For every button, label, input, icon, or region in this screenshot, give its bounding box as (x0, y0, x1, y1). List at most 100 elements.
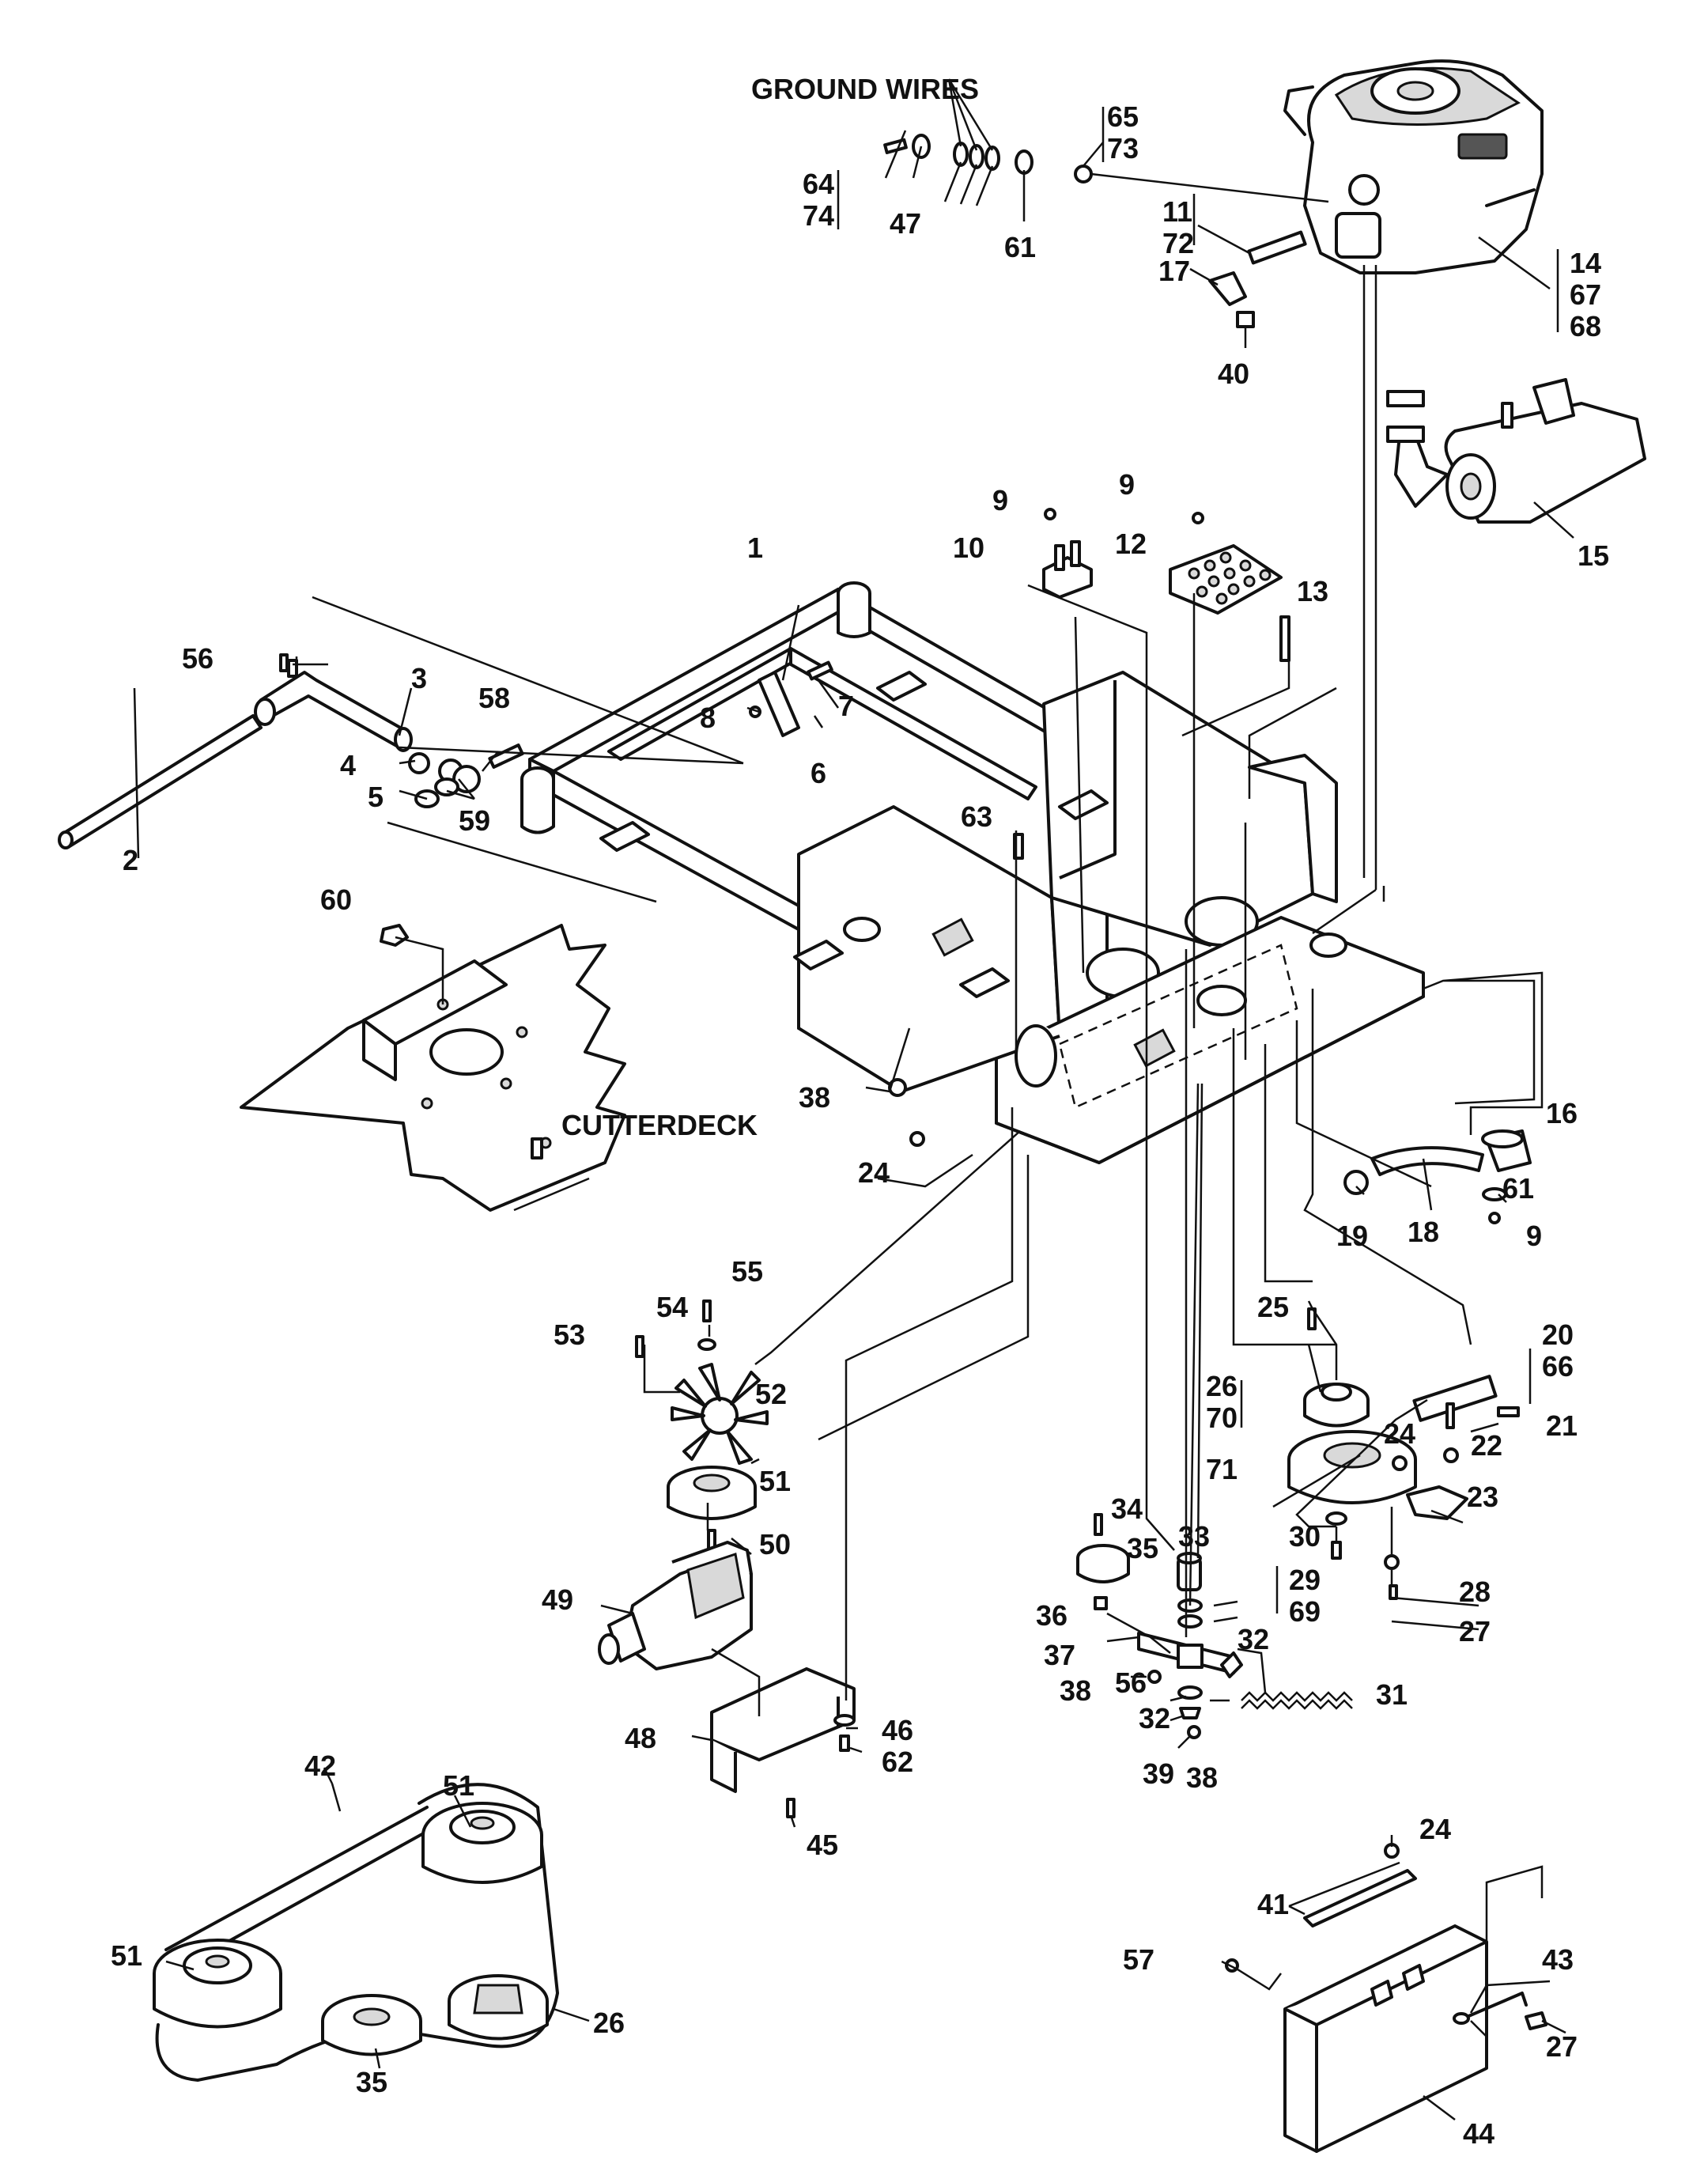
callout-60: 60 (320, 883, 352, 916)
callout-14: 14 (1570, 247, 1601, 279)
steering-assembly (58, 659, 524, 849)
callout-32a: 32 (1238, 1623, 1269, 1655)
callout-15: 15 (1578, 539, 1609, 572)
cutterdeck (240, 924, 626, 1212)
callout-43: 43 (1542, 1943, 1574, 1976)
cutterdeck-label: CUTTERDECK (561, 1109, 758, 1141)
callout-41: 41 (1257, 1888, 1289, 1920)
muffler (1386, 378, 1646, 524)
callout-13: 13 (1297, 575, 1328, 607)
callout-64: 64 (803, 168, 834, 200)
callout-9b: 9 (1119, 468, 1135, 501)
callout-38a: 38 (799, 1081, 830, 1114)
callout-1: 1 (747, 532, 763, 564)
callout-36: 36 (1036, 1599, 1068, 1632)
callout-54: 54 (656, 1291, 688, 1323)
callout-53: 53 (554, 1318, 585, 1351)
callout-24c: 24 (1419, 1813, 1451, 1845)
callout-3: 3 (411, 662, 427, 694)
callout-38c: 38 (1186, 1761, 1218, 1794)
callout-2: 2 (123, 844, 138, 876)
battery-assembly (1225, 1843, 1547, 2153)
callout-35a: 35 (1127, 1532, 1158, 1564)
callout-11: 11 (1162, 195, 1192, 228)
callout-68: 68 (1570, 310, 1601, 342)
leader-lines (133, 78, 1574, 2120)
callout-16: 16 (1546, 1097, 1578, 1129)
callout-69: 69 (1289, 1595, 1321, 1628)
callout-5: 5 (368, 781, 384, 813)
callout-8: 8 (700, 702, 716, 734)
callout-26: 26 (1206, 1370, 1238, 1402)
callout-33: 33 (1178, 1520, 1210, 1553)
callout-48: 48 (625, 1722, 656, 1754)
belt-drive (153, 1783, 559, 2082)
idler-assembly (1076, 1513, 1353, 1739)
callout-62: 62 (882, 1746, 913, 1778)
callout-26b: 26 (593, 2007, 625, 2039)
callout-32b: 32 (1139, 1702, 1170, 1734)
callout-18: 18 (1408, 1216, 1439, 1248)
main-frame (520, 581, 1425, 1164)
callout-46: 46 (882, 1714, 913, 1746)
callout-58: 58 (478, 682, 510, 714)
callout-40: 40 (1218, 357, 1249, 390)
callout-57: 57 (1123, 1943, 1154, 1976)
callout-7: 7 (838, 690, 854, 722)
callout-49: 49 (542, 1583, 573, 1616)
callout-25: 25 (1257, 1291, 1289, 1323)
callout-42: 42 (304, 1750, 336, 1782)
callout-19: 19 (1336, 1220, 1368, 1252)
callout-47: 47 (890, 207, 921, 240)
callout-29: 29 (1289, 1564, 1321, 1596)
callout-50: 50 (759, 1528, 791, 1560)
callout-67: 67 (1570, 278, 1601, 311)
callout-51b: 51 (443, 1769, 474, 1802)
callout-51a: 51 (759, 1465, 791, 1497)
callout-61a: 61 (1004, 231, 1036, 263)
callout-9c: 9 (1526, 1220, 1542, 1252)
callout-22: 22 (1471, 1429, 1502, 1462)
callout-61b: 61 (1502, 1172, 1534, 1205)
callout-72: 72 (1162, 227, 1194, 259)
callout-52: 52 (755, 1378, 787, 1410)
callout-65: 65 (1107, 100, 1139, 133)
callout-10: 10 (953, 532, 984, 564)
callout-56b: 56 (1115, 1666, 1147, 1699)
callout-23: 23 (1467, 1481, 1498, 1513)
callout-24a: 24 (858, 1156, 890, 1189)
callout-24b: 24 (1384, 1417, 1415, 1450)
callout-56a: 56 (182, 642, 214, 675)
text-labels: GROUND WIRES CUTTERDECK 1 2 3 4 5 6 7 8 … (111, 73, 1609, 2150)
callout-38b: 38 (1060, 1674, 1091, 1707)
callout-44: 44 (1463, 2117, 1494, 2150)
callout-55: 55 (731, 1255, 763, 1288)
callout-59: 59 (459, 804, 490, 837)
callout-6: 6 (811, 757, 826, 789)
ground-wires-label: GROUND WIRES (751, 73, 979, 105)
callout-12: 12 (1115, 528, 1147, 560)
engine (1283, 59, 1544, 274)
callout-31: 31 (1376, 1678, 1408, 1711)
callout-37: 37 (1044, 1639, 1075, 1671)
callout-63: 63 (961, 800, 992, 833)
hardware (279, 134, 1532, 1224)
callout-70: 70 (1206, 1402, 1238, 1434)
callout-34: 34 (1111, 1492, 1143, 1525)
callout-66: 66 (1542, 1350, 1574, 1383)
callout-27a: 27 (1459, 1615, 1491, 1647)
callout-30: 30 (1289, 1520, 1321, 1553)
callout-51c: 51 (111, 1939, 142, 1972)
callout-17: 17 (1158, 255, 1190, 287)
callout-39: 39 (1143, 1757, 1174, 1790)
callout-73: 73 (1107, 132, 1139, 165)
callout-20: 20 (1542, 1318, 1574, 1351)
callout-27b: 27 (1546, 2030, 1578, 2063)
callout-45: 45 (807, 1829, 838, 1861)
callout-21: 21 (1546, 1409, 1578, 1442)
callout-74: 74 (803, 199, 834, 232)
callout-9a: 9 (992, 484, 1008, 516)
callout-4: 4 (340, 749, 356, 781)
callout-71: 71 (1206, 1453, 1238, 1485)
